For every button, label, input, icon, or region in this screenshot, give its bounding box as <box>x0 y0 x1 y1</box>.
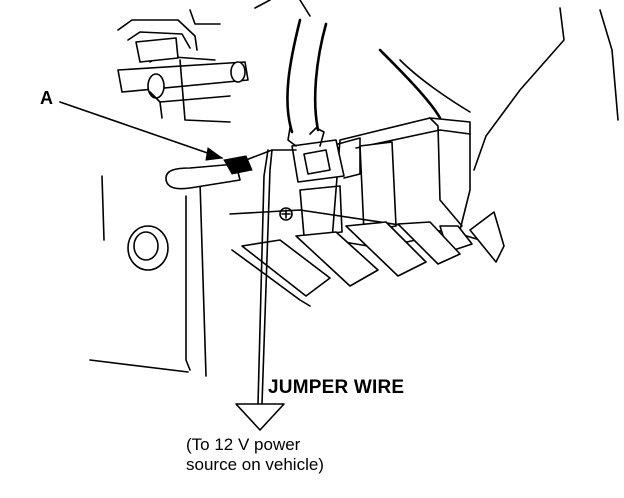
power-arrow-icon <box>235 403 285 431</box>
bracket-wings <box>229 209 505 307</box>
jumper-wire-label: JUMPER WIRE <box>268 377 405 398</box>
mounting-boss <box>127 225 169 271</box>
power-source-note-line2: source on vehicle) <box>186 455 324 474</box>
terminal-probe <box>165 149 297 190</box>
jumper-wire <box>257 149 273 405</box>
power-source-note: (To 12 V power source on vehicle) <box>186 435 324 475</box>
connector <box>287 127 361 183</box>
upper-bracket <box>117 37 249 119</box>
hoses <box>286 18 471 134</box>
component-housing <box>279 117 471 249</box>
power-source-note-line1: (To 12 V power <box>186 435 301 454</box>
callout-a-leader <box>59 101 224 161</box>
callout-label-a: A <box>40 88 53 108</box>
